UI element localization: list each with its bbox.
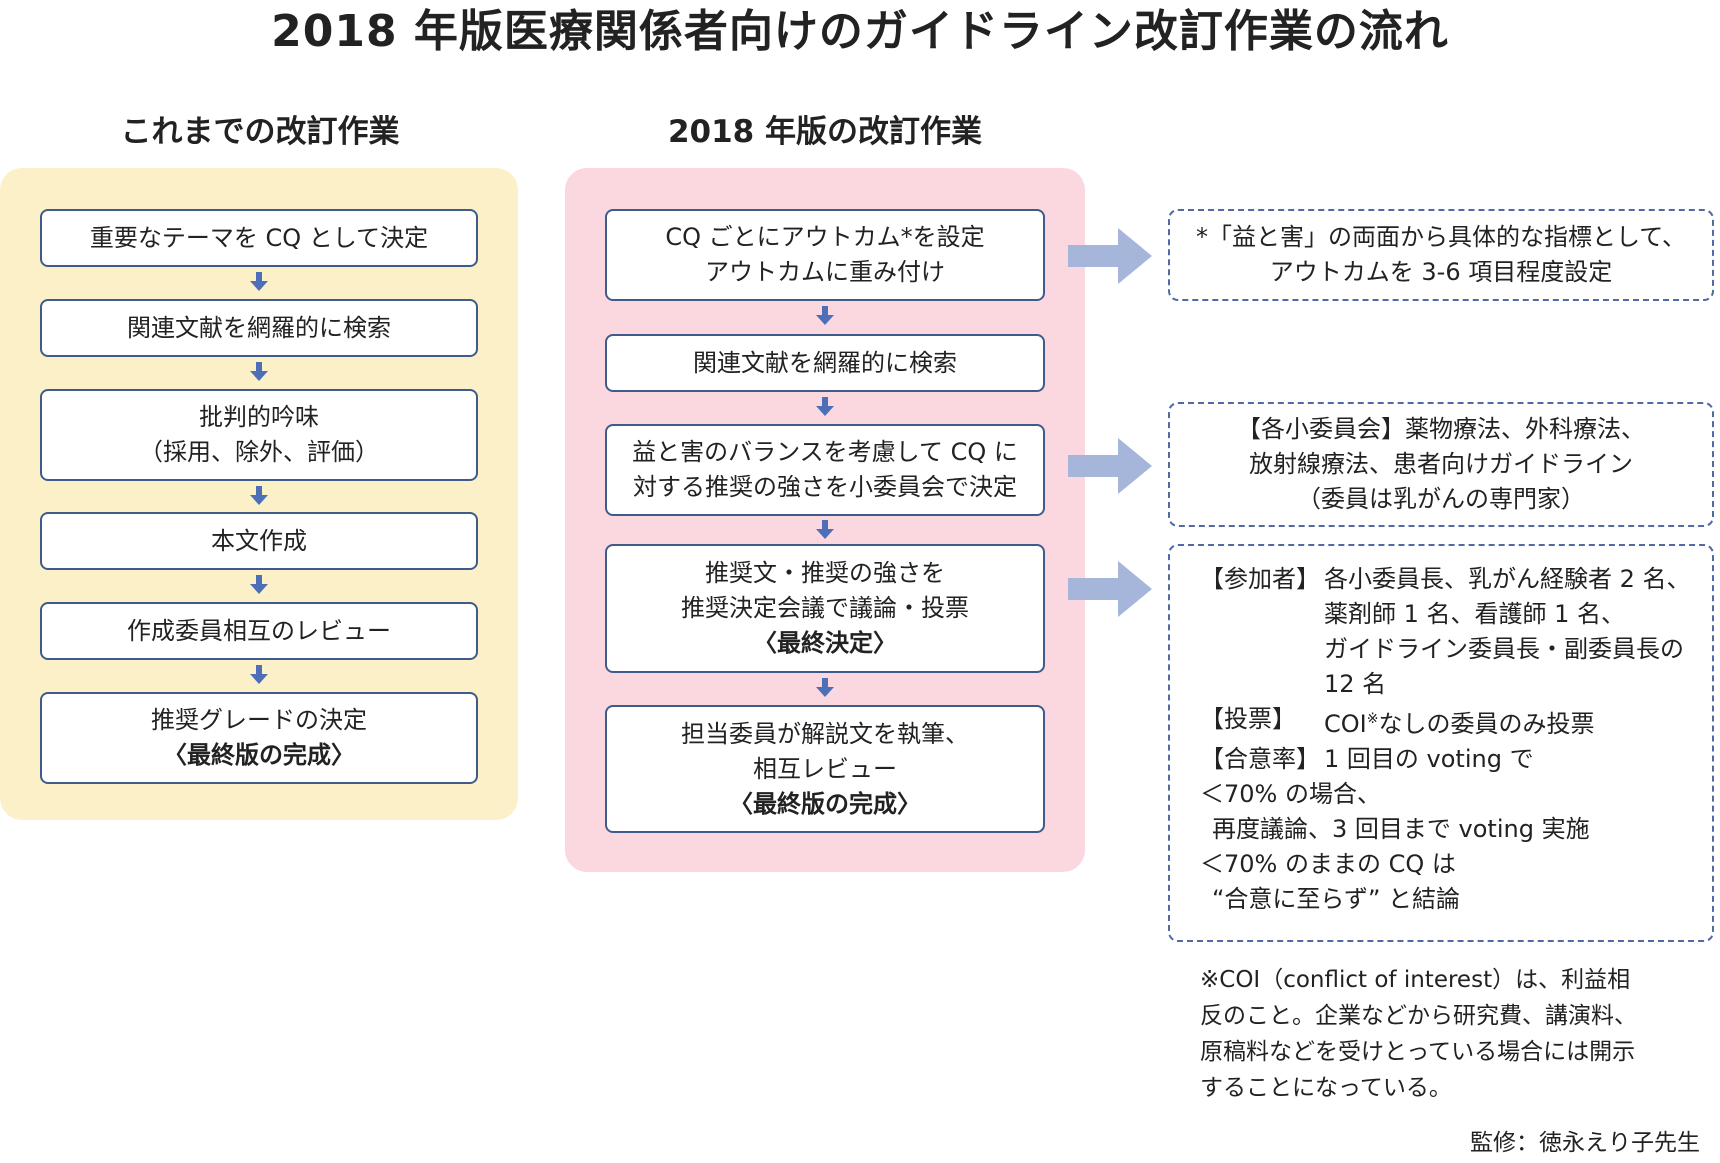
left-step-3-line-2: （採用、除外、評価） <box>139 438 379 466</box>
supervision-credit: 監修：徳永えり子先生 <box>1470 1130 1700 1156</box>
outcome-note: *「益と害」の両面から具体的な指標として、 アウトカムを 3-6 項目程度設定 <box>1168 209 1714 301</box>
participants-line-4: 12 名 <box>1324 670 1387 698</box>
rate-line-3: 再度議論、3 回目まで voting 実施 <box>1212 815 1590 843</box>
ballot-row: 【投票】 COI※なしの委員のみ投票 <box>1200 702 1712 742</box>
mid-step-4: 推奨文・推奨の強さを 推奨決定会議で議論・投票 〈最終決定〉 <box>605 544 1045 673</box>
right-arrow-vote <box>1068 561 1152 617</box>
mid-step-1-line-2: アウトカムに重み付け <box>705 258 945 286</box>
mid-step-3-line-1: 益と害のバランスを考慮して CQ に <box>632 438 1018 466</box>
committee-note-line-3: （委員は乳がんの専門家） <box>1297 485 1585 513</box>
participants-line-3: ガイドライン委員長・副委員長の <box>1324 635 1684 663</box>
mid-step-3-line-2: 対する推奨の強さを小委員会で決定 <box>633 473 1017 501</box>
left-step-3: 批判的吟味 （採用、除外、評価） <box>40 389 478 481</box>
rate-line-4: ＜70% のままの CQ は <box>1200 850 1456 878</box>
mid-step-4-line-1: 推奨文・推奨の強さを <box>705 559 945 587</box>
coi-footnote: ※COI（conflict of interest）は、利益相 反のこと。企業な… <box>1200 962 1690 1106</box>
rate-line-5: “合意に至らず” と結論 <box>1212 885 1461 913</box>
left-step-4-line-1: 本文作成 <box>211 526 307 555</box>
left-column-heading: これまでの改訂作業 <box>120 114 400 150</box>
committee-note-line-1: 【各小委員会】薬物療法、外科療法、 <box>1237 415 1645 443</box>
footnote-line-4: することになっている。 <box>1200 1075 1452 1101</box>
page-title: 2018 年版医療関係者向けのガイドライン改訂作業の流れ <box>271 6 1449 57</box>
outcome-note-line-1: *「益と害」の両面から具体的な指標として、 <box>1195 223 1687 251</box>
middle-column-heading: 2018 年版の改訂作業 <box>667 114 983 150</box>
ballot-pre: COI <box>1324 710 1367 738</box>
rate-label: 【合意率】 <box>1200 745 1320 773</box>
mid-step-1-line-1: CQ ごとにアウトカム*を設定 <box>665 223 985 251</box>
participants-line-2: 薬剤師 1 名、看護師 1 名、 <box>1324 600 1626 628</box>
participants-row-4: 12 名 <box>1200 667 1712 702</box>
ballot-text: COI※なしの委員のみ投票 <box>1324 702 1594 742</box>
mid-step-5-line-1: 担当委員が解説文を執筆、 <box>681 719 969 748</box>
mid-step-5-emphasis: 〈最終版の完成〉 <box>729 789 921 818</box>
committee-note-line-2: 放射線療法、患者向けガイドライン <box>1249 450 1633 478</box>
ballot-label: 【投票】 <box>1200 705 1296 733</box>
participants-row-1: 【参加者】 各小委員長、乳がん経験者 2 名、 <box>1200 562 1712 597</box>
vote-note: 【参加者】 各小委員長、乳がん経験者 2 名、 薬剤師 1 名、看護師 1 名、… <box>1168 544 1714 942</box>
left-step-4: 本文作成 <box>40 512 478 570</box>
mid-step-3: 益と害のバランスを考慮して CQ に 対する推奨の強さを小委員会で決定 <box>605 424 1045 516</box>
footnote-line-2: 反のこと。企業などから研究費、講演料、 <box>1200 1003 1637 1029</box>
mid-step-4-line-2: 推奨決定会議で議論・投票 <box>681 594 969 622</box>
left-step-1: 重要なテーマを CQ として決定 <box>40 209 478 267</box>
participants-label: 【参加者】 <box>1200 565 1320 593</box>
left-step-2: 関連文献を網羅的に検索 <box>40 299 478 357</box>
rate-line-1: 1 回目の voting で <box>1324 745 1534 773</box>
participants-row-3: ガイドライン委員長・副委員長の <box>1200 632 1712 667</box>
participants-line-1: 各小委員長、乳がん経験者 2 名、 <box>1324 565 1691 593</box>
left-step-3-line-1: 批判的吟味 <box>199 403 319 431</box>
left-step-1-line-1: 重要なテーマを CQ として決定 <box>89 223 429 252</box>
participants-row-2: 薬剤師 1 名、看護師 1 名、 <box>1200 597 1712 632</box>
footnote-line-3: 原稿料などを受けとっている場合には開示 <box>1200 1039 1636 1065</box>
rate-line-2: ＜70% の場合、 <box>1200 780 1381 808</box>
mid-step-2: 関連文献を網羅的に検索 <box>605 334 1045 392</box>
rate-row-1: 【合意率】 1 回目の voting で <box>1200 742 1712 777</box>
mid-step-2-line-1: 関連文献を網羅的に検索 <box>693 348 957 377</box>
left-step-5: 作成委員相互のレビュー <box>40 602 478 660</box>
ballot-mark: ※ <box>1366 711 1379 727</box>
left-step-6: 推奨グレードの決定 〈最終版の完成〉 <box>40 692 478 784</box>
right-arrow-committee <box>1068 438 1152 494</box>
committee-note: 【各小委員会】薬物療法、外科療法、 放射線療法、患者向けガイドライン （委員は乳… <box>1168 402 1714 527</box>
right-arrow-outcome <box>1068 228 1152 284</box>
ballot-post: なしの委員のみ投票 <box>1378 710 1595 738</box>
mid-step-5-line-2: 相互レビュー <box>753 754 897 783</box>
footnote-line-1: ※COI（conflict of interest）は、利益相 <box>1200 967 1631 993</box>
mid-step-5: 担当委員が解説文を執筆、 相互レビュー 〈最終版の完成〉 <box>605 705 1045 833</box>
left-step-6-emphasis: 〈最終版の完成〉 <box>163 741 355 769</box>
mid-step-4-emphasis: 〈最終決定〉 <box>753 629 897 657</box>
left-step-2-line-1: 関連文献を網羅的に検索 <box>127 313 391 342</box>
outcome-note-line-2: アウトカムを 3-6 項目程度設定 <box>1269 258 1613 286</box>
mid-step-1: CQ ごとにアウトカム*を設定 アウトカムに重み付け <box>605 209 1045 301</box>
left-step-6-line-1: 推奨グレードの決定 <box>151 706 367 734</box>
left-step-5-line-1: 作成委員相互のレビュー <box>127 616 391 645</box>
